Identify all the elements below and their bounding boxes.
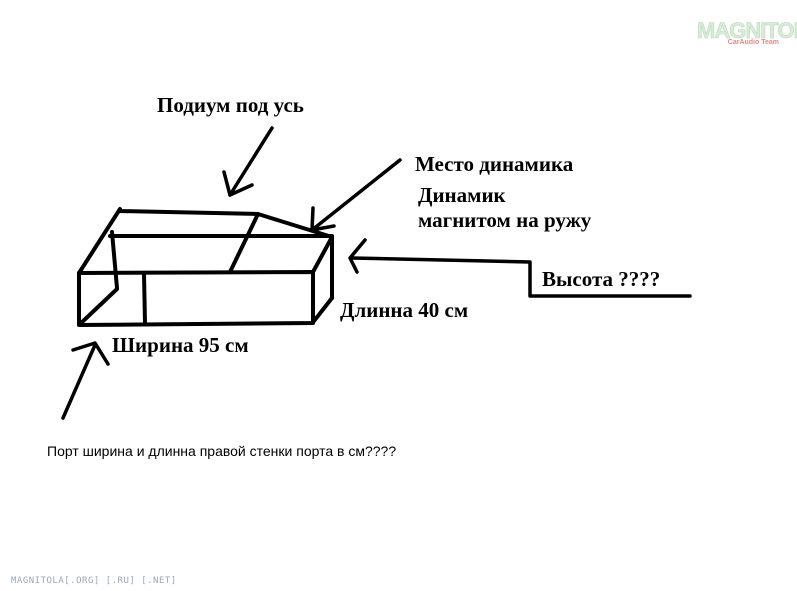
port-wall — [142, 272, 147, 325]
label-width: Ширина 95 см — [112, 333, 249, 357]
label-speaker-place: Место динамика — [415, 152, 574, 176]
label-port-note: Порт ширина и длинна правой стенки порта… — [47, 443, 397, 459]
arrow-height-head — [348, 238, 367, 274]
arrow-port-shaft — [61, 343, 97, 420]
box-top-back-edge — [117, 209, 334, 274]
box-right-bottom-edge — [312, 296, 334, 323]
label-length: Длинна 40 см — [340, 298, 469, 322]
label-speaker-line2: магнитом на ружу — [418, 208, 592, 232]
label-height: Высота ???? — [542, 267, 661, 291]
arrow-height-line — [350, 256, 692, 298]
arrow-speaker-shaft — [310, 158, 402, 232]
box-left-edge-front — [77, 207, 122, 275]
arrow-podium-shaft — [228, 126, 274, 197]
label-speaker-line1: Динамик — [418, 183, 506, 207]
footer-watermark: MAGNITOLA[.ORG] [.RU] [.NET] — [11, 576, 177, 586]
logo-subtext: CarAudio Team — [727, 39, 779, 46]
box-front-face — [77, 270, 315, 327]
podium-divider — [228, 212, 260, 274]
arrow-speaker-head — [310, 206, 336, 232]
box-left-edge-inner — [110, 230, 119, 290]
arrow-podium-head — [222, 170, 254, 197]
magnitola-logo: MAGNITOLA CarAudio Team — [697, 18, 797, 50]
logo-text: MAGNITOLA — [697, 18, 797, 44]
label-podium: Подиум под усь — [157, 93, 304, 117]
box-left-diagonal — [78, 287, 119, 326]
arrow-port-head — [71, 341, 110, 366]
